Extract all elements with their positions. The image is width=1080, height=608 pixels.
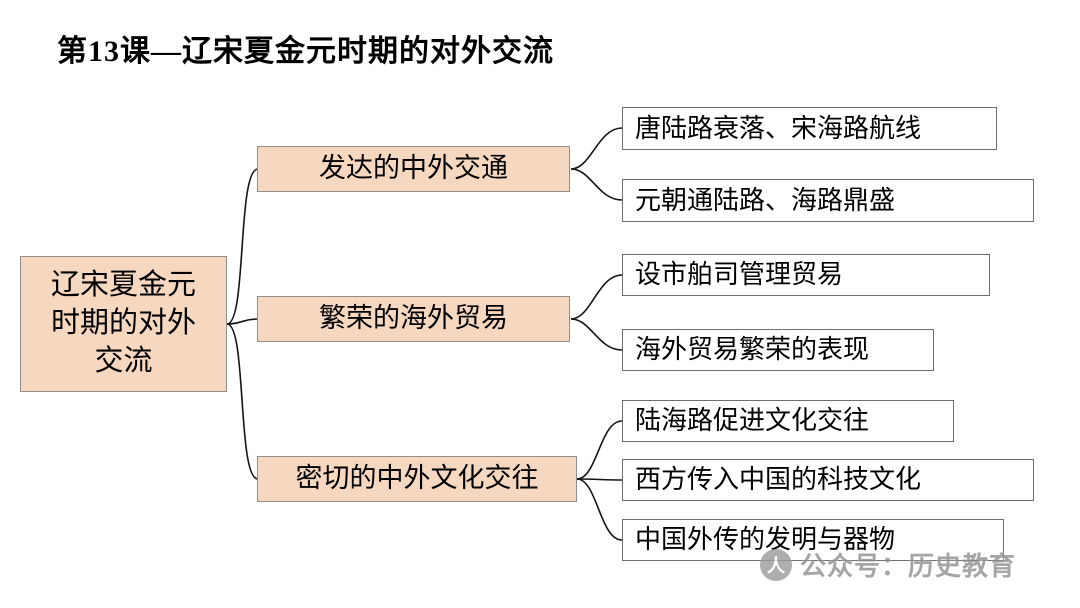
branch-node-transport: 发达的中外交通 — [257, 146, 570, 192]
connector-root-branch2 — [226, 323, 259, 480]
connector-b1-l2 — [570, 274, 623, 320]
connector-b2-l5 — [576, 478, 623, 481]
leaf-node-trade-2: 海外贸易繁荣的表现 — [622, 329, 934, 371]
page-title: 第13课—辽宋夏金元时期的对外交流 — [57, 35, 554, 68]
leaf-node-trade-1: 设市舶司管理贸易 — [622, 254, 990, 296]
branch-node-culture: 密切的中外文化交往 — [257, 456, 577, 502]
connector-b2-l4 — [576, 420, 623, 480]
branch-node-trade: 繁荣的海外贸易 — [257, 296, 570, 342]
leaf-node-culture-2: 西方传入中国的科技文化 — [622, 459, 1034, 501]
leaf-node-culture-1: 陆海路促进文化交往 — [622, 400, 954, 442]
connector-root-branch0 — [226, 168, 259, 325]
connector-b0-l1 — [570, 168, 623, 201]
root-node: 辽宋夏金元 时期的对外 交流 — [20, 256, 227, 392]
connector-b1-l3 — [570, 318, 623, 351]
watermark-text: 公众号：历史教育 — [800, 552, 1017, 581]
watermark: 人 公众号：历史教育 — [760, 546, 1016, 583]
leaf-node-transport-2: 元朝通陆路、海路鼎盛 — [622, 179, 1034, 222]
leaf-node-culture-3: 中国外传的发明与器物 — [622, 519, 1004, 561]
connector-b0-l0 — [570, 127, 623, 170]
watermark-logo-icon: 人 — [760, 548, 792, 581]
connector-b2-l6 — [576, 478, 623, 541]
leaf-node-transport-1: 唐陆路衰落、宋海路航线 — [622, 107, 997, 150]
connector-root-branch1 — [226, 318, 259, 325]
